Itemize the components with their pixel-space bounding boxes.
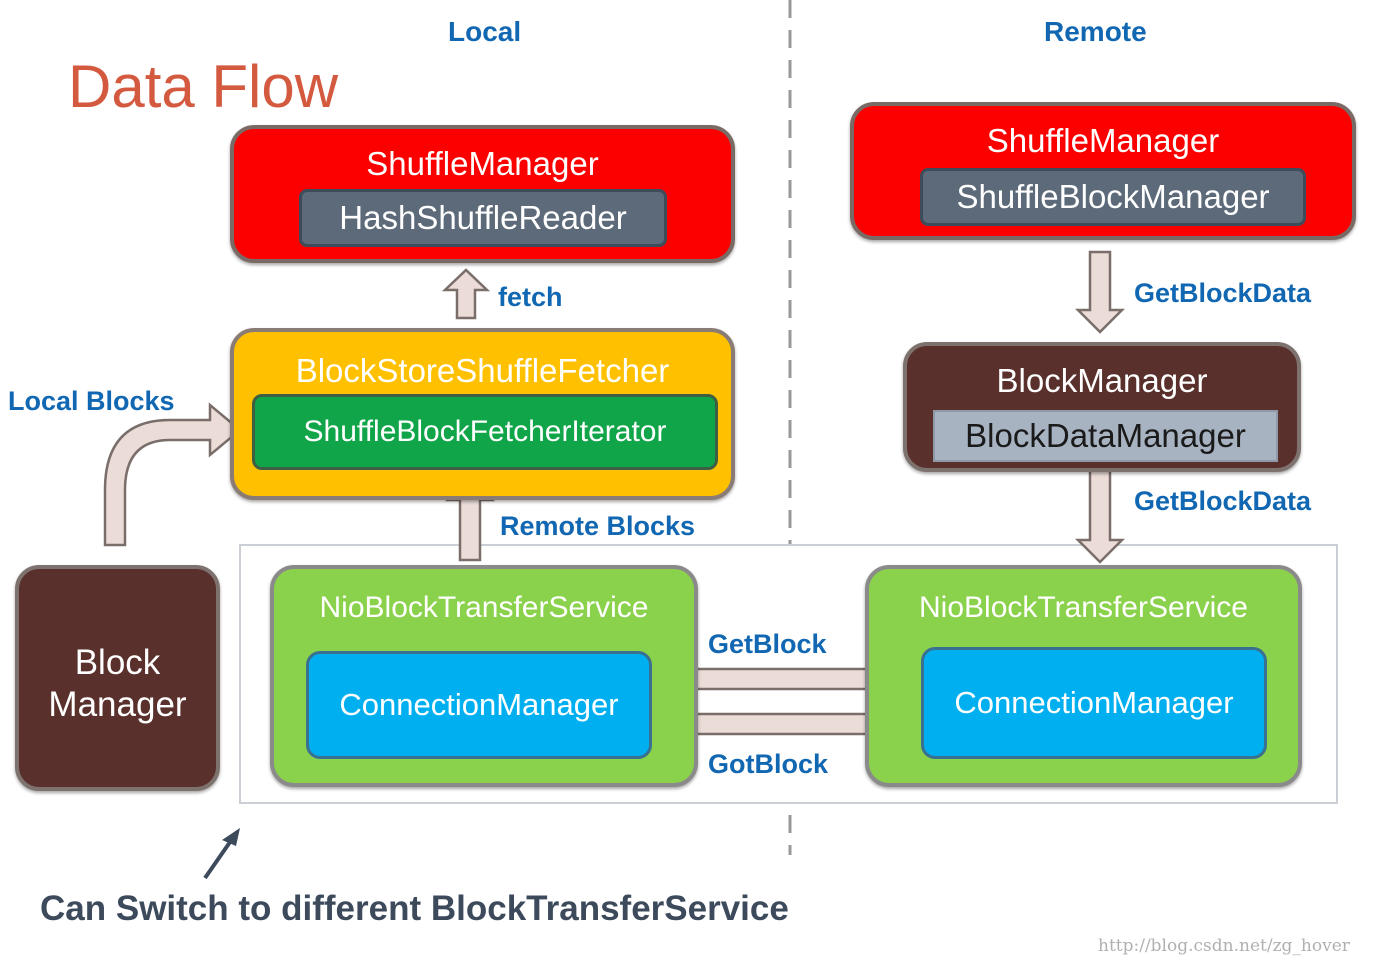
remote-connection-manager: ConnectionManager (921, 647, 1267, 759)
local-block-manager: Block Manager (15, 565, 220, 791)
get-block-data-arrow-2 (1074, 463, 1126, 564)
remote-transfer-service-label: NioBlockTransferService (919, 591, 1248, 624)
shuffle-block-fetcher-iterator: ShuffleBlockFetcherIterator (252, 394, 718, 470)
local-blocks-arrow (103, 402, 242, 547)
local-column-heading: Local (448, 16, 522, 47)
get-block-data-label-2: GetBlockData (1134, 486, 1312, 516)
page-title: Data Flow (68, 53, 339, 120)
local-shuffle-manager: ShuffleManager HashShuffleReader (230, 125, 735, 263)
watermark: http://blog.csdn.net/zg_hover (1098, 936, 1350, 956)
block-store-shuffle-fetcher-label: BlockStoreShuffleFetcher (295, 352, 670, 389)
local-connection-manager: ConnectionManager (306, 651, 652, 759)
remote-block-manager-label: BlockManager (996, 362, 1208, 399)
footer-caption: Can Switch to different BlockTransferSer… (40, 889, 789, 928)
footer-pointer-head (222, 828, 240, 846)
fetch-label: fetch (498, 282, 563, 312)
local-blocks-label: Local Blocks (8, 386, 175, 416)
local-block-manager-line2: Manager (48, 685, 187, 724)
local-shuffle-manager-label: ShuffleManager (366, 145, 599, 182)
local-transfer-service-label: NioBlockTransferService (319, 591, 649, 624)
remote-block-manager: BlockManager BlockDataManager (903, 342, 1301, 472)
block-store-shuffle-fetcher: BlockStoreShuffleFetcher ShuffleBlockFet… (230, 328, 735, 500)
got-block-label: GotBlock (708, 749, 829, 779)
get-block-data-arrow-1 (1074, 250, 1126, 334)
remote-blocks-label: Remote Blocks (500, 511, 696, 541)
hash-shuffle-reader: HashShuffleReader (299, 189, 667, 247)
local-block-manager-line1: Block (74, 643, 161, 682)
shuffle-block-manager: ShuffleBlockManager (920, 168, 1306, 226)
remote-shuffle-manager: ShuffleManager ShuffleBlockManager (850, 102, 1356, 240)
fetch-arrow (441, 268, 491, 320)
transfer-service-frame (239, 544, 1338, 804)
block-data-manager: BlockDataManager (933, 410, 1278, 462)
get-block-label: GetBlock (708, 629, 827, 659)
local-transfer-service: NioBlockTransferService ConnectionManage… (270, 565, 698, 787)
remote-shuffle-manager-label: ShuffleManager (986, 122, 1220, 159)
remote-column-heading: Remote (1044, 16, 1147, 47)
remote-transfer-service: NioBlockTransferService ConnectionManage… (865, 565, 1302, 787)
get-block-data-label-1: GetBlockData (1134, 278, 1312, 308)
